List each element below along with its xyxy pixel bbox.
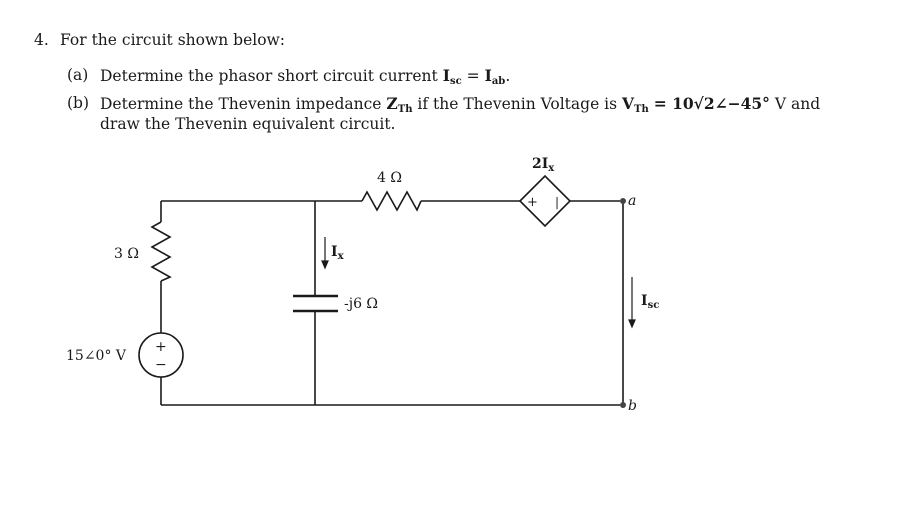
- ix-label: Ix: [331, 244, 345, 262]
- part-b-body-3: V and: [774, 95, 821, 113]
- problem-number: 4.: [34, 31, 49, 49]
- dependent-source-label: 2Ix: [532, 156, 555, 174]
- iab-symbol: Iab: [484, 66, 506, 87]
- part-b-body-2: if the Thevenin Voltage is: [417, 95, 618, 113]
- source-minus: −: [155, 357, 167, 373]
- source-label: 15∠0° V: [66, 348, 127, 364]
- node-b-label: b: [628, 398, 637, 414]
- node-a-dot: [620, 198, 626, 204]
- r1-label: 3 Ω: [114, 246, 139, 262]
- zth-symbol: ZTh: [386, 94, 413, 115]
- part-b-label: (b): [67, 94, 90, 112]
- isc-symbol: Isc: [442, 66, 462, 87]
- dependent-source-minus: |: [555, 195, 559, 209]
- part-b-body-1: Determine the Thevenin impedance: [100, 95, 382, 113]
- period: .: [505, 67, 511, 85]
- part-a-text: Determine the phasor short circuit curre…: [100, 68, 510, 87]
- problem-intro: For the circuit shown below:: [60, 31, 286, 49]
- node-a-label: a: [628, 193, 636, 209]
- source-plus: +: [155, 339, 167, 355]
- part-b-text: Determine the Thevenin impedance ZTh if …: [100, 96, 820, 115]
- part-b-line2: draw the Thevenin equivalent circuit.: [100, 115, 396, 133]
- isc-label: Isc: [641, 293, 659, 311]
- r2-label: 4 Ω: [377, 170, 402, 186]
- part-a-label: (a): [67, 66, 89, 84]
- part-a-body: Determine the phasor short circuit curre…: [100, 67, 438, 85]
- equals: =: [466, 67, 480, 85]
- vth-value: = 10√2∠−45°: [653, 94, 770, 113]
- dependent-source-plus: +: [527, 195, 538, 210]
- capacitor-label: -j6 Ω: [344, 296, 378, 312]
- vth-symbol: VTh: [622, 94, 649, 115]
- resistor-4ohm: [361, 190, 422, 212]
- resistor-3ohm: [150, 221, 172, 282]
- node-b-dot: [620, 402, 626, 408]
